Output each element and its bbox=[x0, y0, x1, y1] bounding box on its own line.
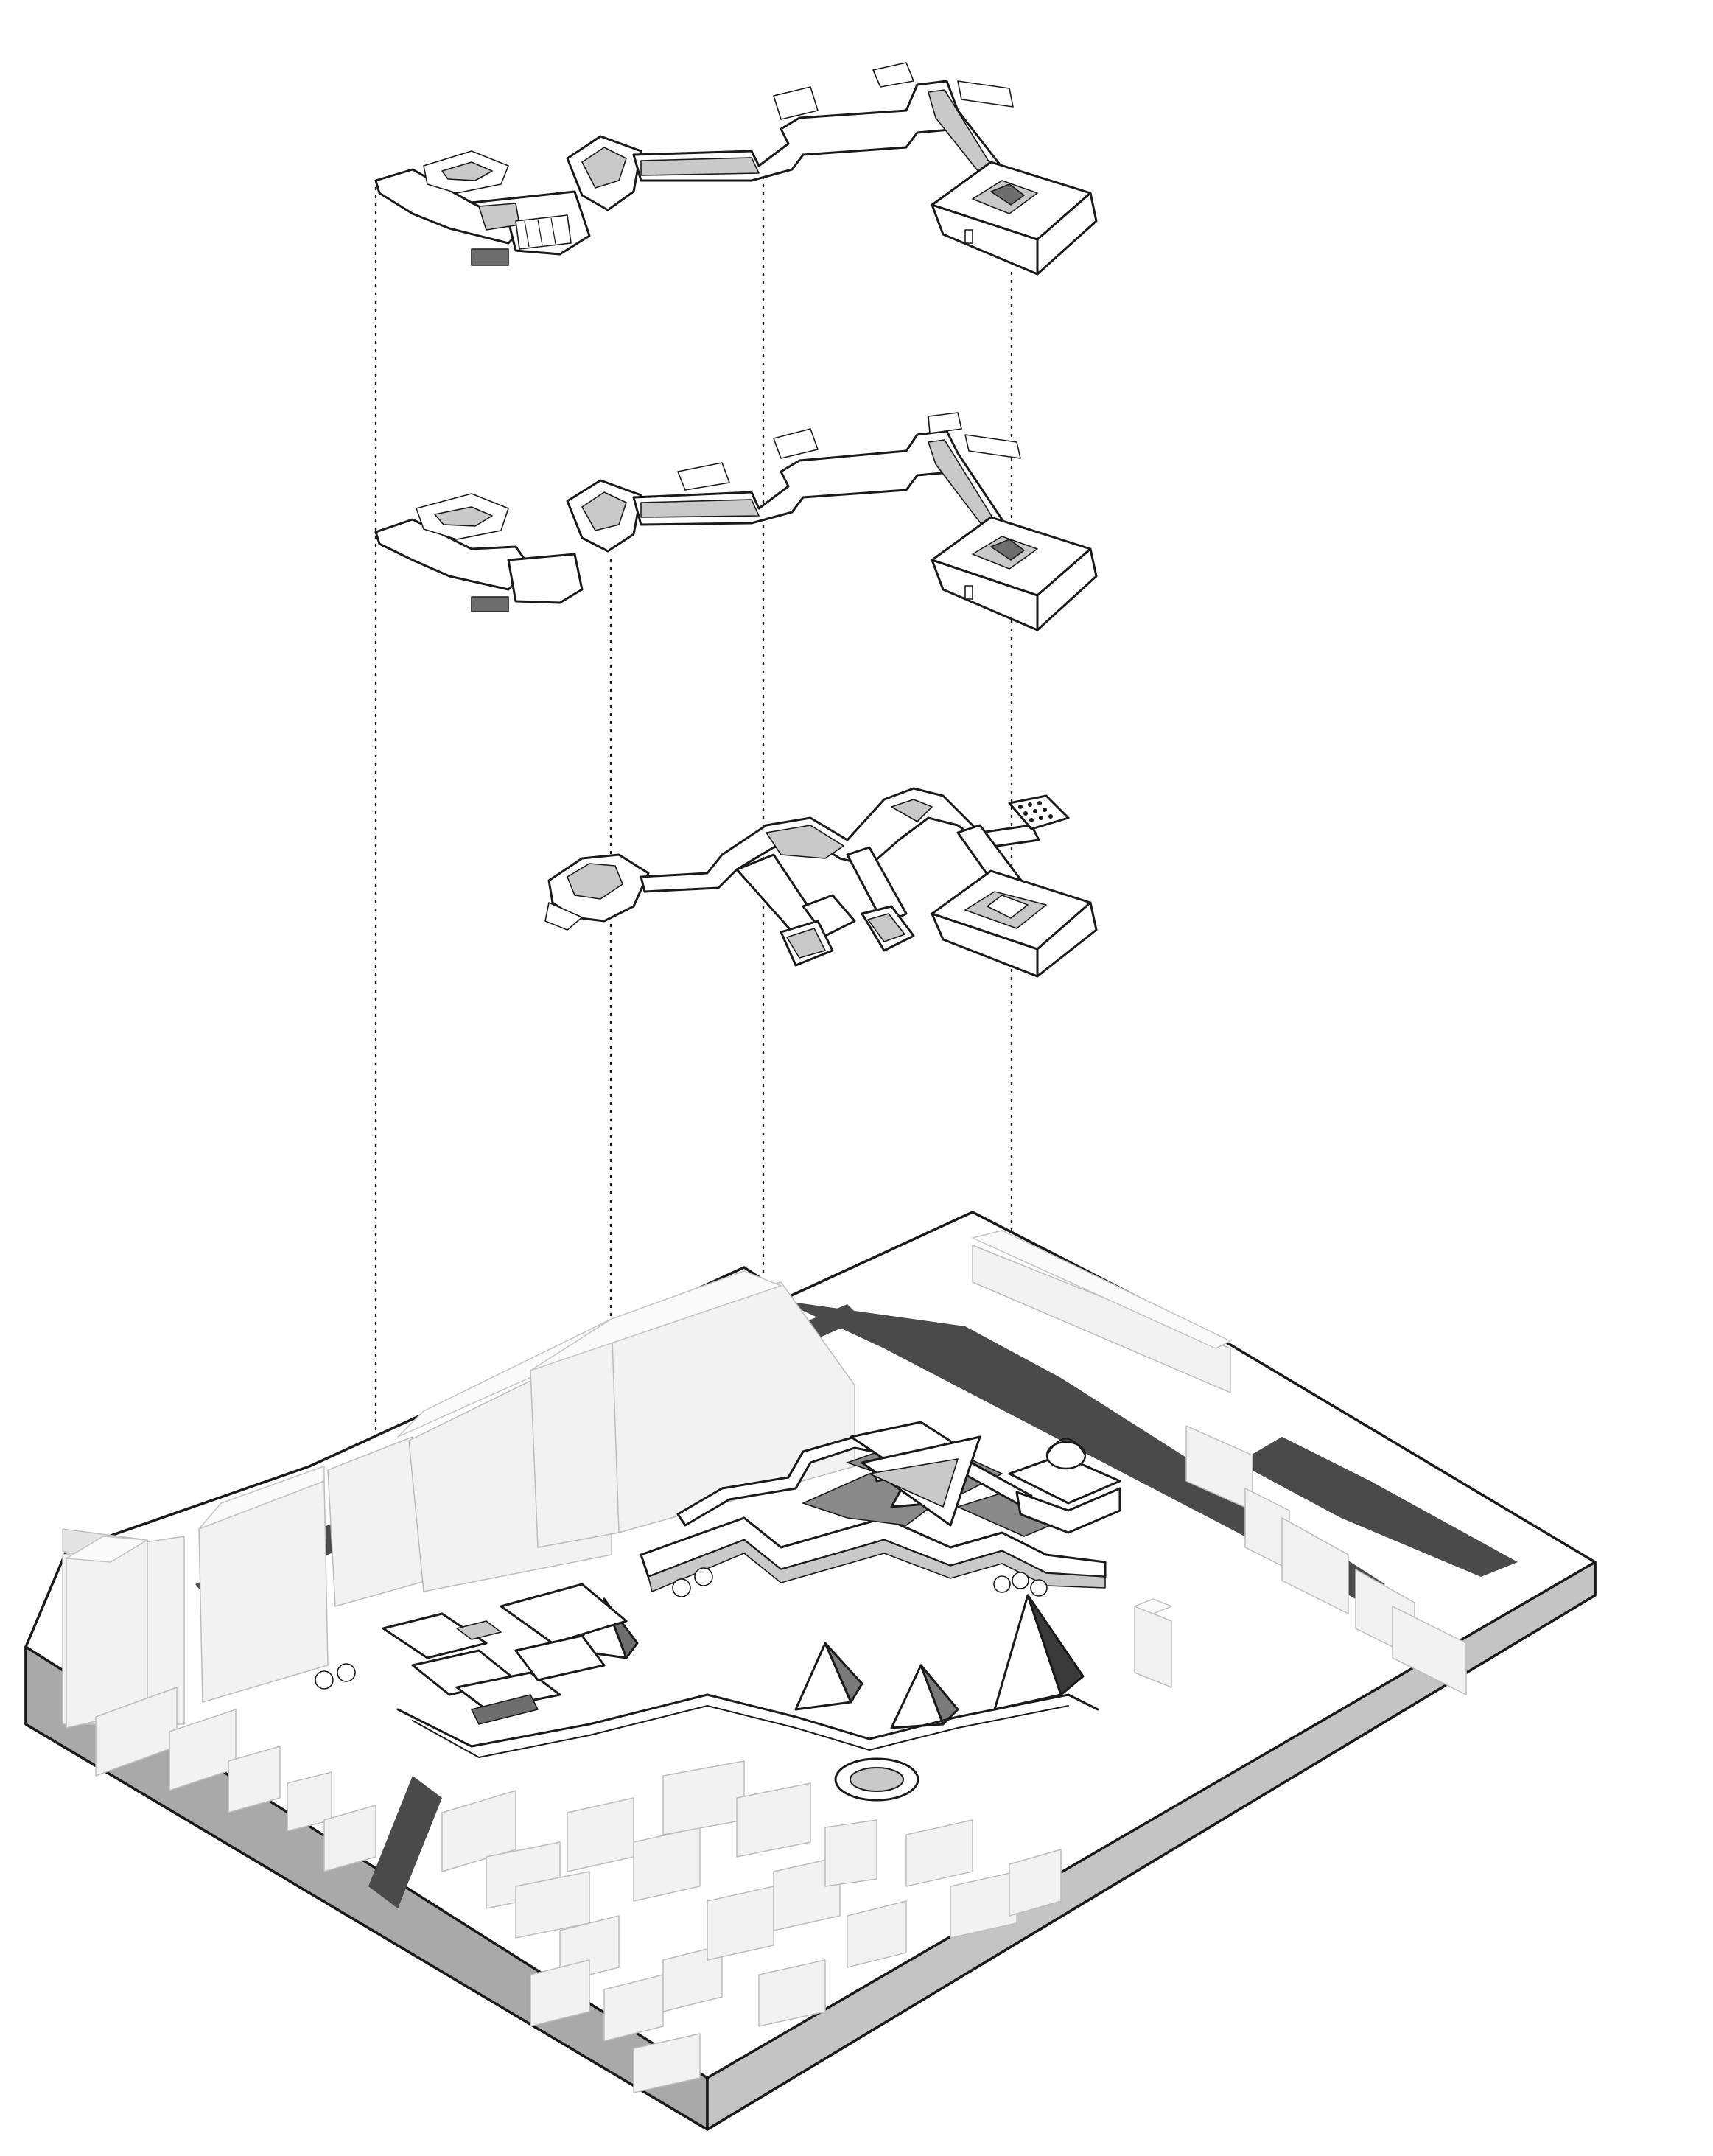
site-model bbox=[24, 1211, 1597, 2131]
projection-guides bbox=[374, 175, 1013, 1578]
context-buildings bbox=[62, 1230, 1467, 2093]
level-middle bbox=[374, 412, 1098, 631]
main-complex bbox=[315, 1421, 1121, 1802]
level-lower bbox=[544, 787, 1098, 978]
column-grid bbox=[1018, 801, 1053, 822]
level-upper bbox=[374, 62, 1098, 276]
landscape-features bbox=[315, 1567, 1048, 1690]
